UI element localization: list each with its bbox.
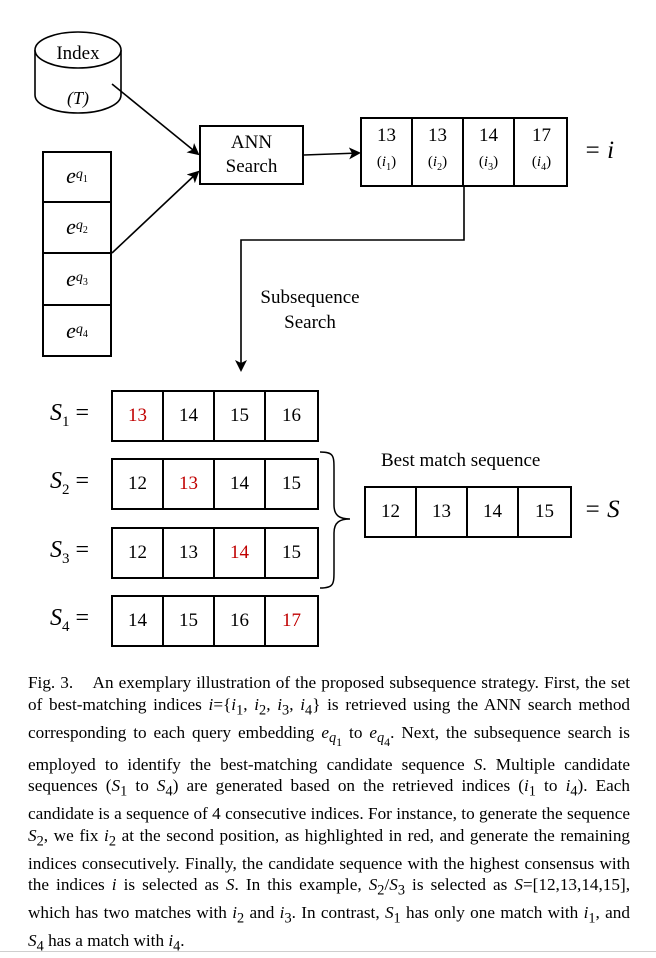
best-match-label: Best match sequence [381,450,541,471]
best-match-cell: 13 [417,488,468,536]
candidate-cell: 17 [282,610,301,631]
ann-search-line2: Search [225,156,278,177]
subsequence-line2: Search [284,312,336,333]
candidate-cell: 12 [113,460,164,508]
candidate-cell: 15 [164,597,215,645]
figure-caption: Fig. 3. An exemplary illustration of the… [28,672,630,958]
candidate-cell: 12 [113,529,164,577]
query-embedding-stack [42,151,112,357]
candidate-label-2: S2 = [50,468,90,498]
subsequence-search-label: Subsequence Search [245,285,375,335]
retrieved-index-cell-3: 14 (i3) [464,119,515,185]
candidate-label-1: S1 = [50,400,90,430]
candidate-cell: 13 [113,392,164,440]
connector-layer [34,31,465,589]
candidate-label-3: S3 = [50,537,90,567]
best-match-cell: 15 [535,501,554,522]
candidate-cell: 14 [113,597,164,645]
candidate-cell: 16 [215,597,266,645]
retrieved-index-value: 14 [479,125,498,146]
retrieved-index-label: (i1) [376,154,397,173]
candidate-cell: 15 [215,392,266,440]
candidate-cell: 14 [164,392,215,440]
retrieved-index-label: (i4) [531,154,552,173]
subsequence-line1: Subsequence [260,287,360,308]
retrieved-index-value: 13 [377,125,396,146]
candidate-cell: 15 [282,473,301,494]
ann-search-box: ANN Search [199,125,304,185]
indices-equals-label: = i [584,137,615,164]
retrieved-index-label: (i3) [478,154,499,173]
arrow-queries-to-ann [111,170,200,254]
retrieved-index-label: (i2) [427,154,448,173]
candidate-cell: 13 [164,529,215,577]
best-match-cell: 14 [468,488,519,536]
candidate-cell: 16 [282,405,301,426]
index-cylinder-shape [34,31,122,114]
retrieved-index-cell-1: 13 (i1) [362,119,413,185]
candidate-label-4: S4 = [50,605,90,635]
index-title: Index [56,43,100,64]
candidate-cell: 14 [215,460,266,508]
index-sub-letter: T [72,88,83,108]
bottom-rule [0,951,656,952]
retrieved-index-value: 13 [428,125,447,146]
retrieved-index-value: 17 [532,125,551,146]
ann-search-line1: ANN [230,132,273,153]
caption-fig-label: Fig. 3. [28,673,74,692]
candidate-cell: 14 [215,529,266,577]
caption-paragraph: Fig. 3. An exemplary illustration of the… [28,673,631,955]
index-subtitle: (T) [66,88,89,108]
curly-brace [319,451,351,589]
candidate-cell: 15 [282,542,301,563]
arrow-ann-to-indices [303,147,361,160]
best-match-cell: 12 [366,488,417,536]
retrieved-index-cell-4: 17 (i4) [515,119,568,185]
retrieved-indices-box: 13 (i1) 13 (i2) 14 (i3) 17 (i4) [360,117,568,187]
candidate-cell: 13 [164,460,215,508]
retrieved-index-cell-2: 13 (i2) [413,119,464,185]
best-match-equals-label: = S [584,496,620,523]
arrow-index-to-ann [111,83,200,156]
arrow-indices-to-candidates [235,186,465,372]
